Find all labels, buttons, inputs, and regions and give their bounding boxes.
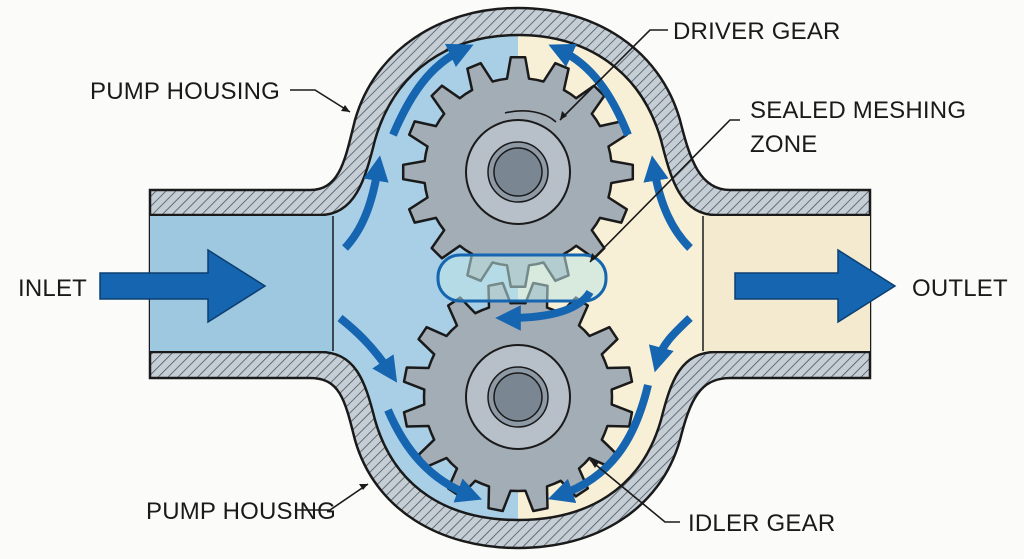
leader-lines bbox=[290, 29, 740, 523]
inlet-arrow bbox=[99, 248, 267, 324]
sealed-meshing-zone-label-2: ZONE bbox=[750, 131, 817, 158]
sealed-meshing-zone-label-1: SEALED MESHING bbox=[750, 97, 966, 124]
gear-shaft bbox=[493, 147, 543, 197]
outlet-arrow bbox=[734, 248, 897, 324]
driver-gear bbox=[401, 55, 635, 289]
pump-housing-bottom-label: PUMP HOUSING bbox=[146, 498, 336, 525]
idler-gear-label: IDLER GEAR bbox=[688, 510, 835, 537]
pump-housing-top-label: PUMP HOUSING bbox=[90, 78, 280, 105]
sealed-meshing-zone bbox=[436, 253, 608, 303]
idler-gear bbox=[402, 281, 634, 513]
outlet-label: OUTLET bbox=[912, 275, 1008, 302]
gear-shaft bbox=[493, 372, 543, 422]
rotation-arrow-icon bbox=[504, 110, 557, 123]
flow-arrows bbox=[337, 43, 693, 503]
driver-gear-label: DRIVER GEAR bbox=[673, 18, 841, 45]
inlet-label: INLET bbox=[18, 275, 87, 302]
